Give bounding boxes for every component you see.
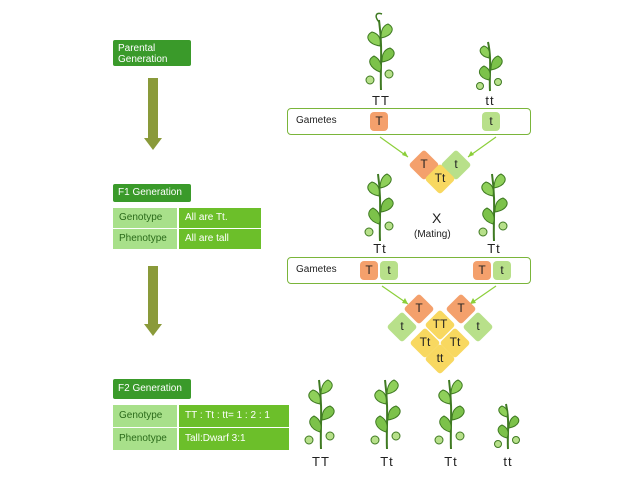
f2-genotype-row: Genotype TT : Tt : tt= 1 : 2 : 1: [113, 405, 289, 427]
f1-traits-table: Genotype All are Tt. Phenotype All are t…: [113, 208, 261, 249]
pea-plant-icon: [478, 173, 508, 242]
gamete-chip: T: [370, 112, 388, 131]
parental-cross-diamond: T t Tt: [400, 146, 480, 196]
pea-plant-icon: [494, 403, 520, 450]
punnett-label: T: [415, 301, 423, 315]
punnett-label: TT: [432, 317, 448, 331]
punnett-label: Tt: [449, 335, 461, 349]
cross-arrows: [379, 136, 497, 158]
trait-key: Phenotype: [113, 428, 177, 450]
trait-value: TT : Tt : tt= 1 : 2 : 1: [179, 405, 289, 427]
f1-gametes-box: Gametes T t T t: [287, 257, 531, 284]
gamete-chip: T: [360, 261, 378, 280]
f2-genotype-label: tt: [503, 454, 513, 469]
f2-traits-table: Genotype TT : Tt : tt= 1 : 2 : 1 Phenoty…: [113, 405, 289, 450]
punnett-diamond: T T t t TT Tt Tt tt: [386, 290, 496, 380]
gamete-chip: t: [482, 112, 500, 131]
parental-left-genotype: TT: [372, 93, 390, 108]
parental-right-genotype: tt: [485, 93, 495, 108]
gamete-chip: T: [473, 261, 491, 280]
punnett-label: t: [476, 319, 480, 333]
trait-value: Tall:Dwarf 3:1: [179, 428, 289, 450]
f1-right-genotype: Tt: [487, 241, 501, 256]
pea-plant-icon: [370, 379, 401, 450]
f2-genotype-label: Tt: [444, 454, 458, 469]
cross-label: T: [420, 157, 428, 171]
f1-left-genotype: Tt: [373, 241, 387, 256]
trait-key: Genotype: [113, 208, 177, 228]
punnett-label: Tt: [419, 335, 431, 349]
pea-plant-icon: [476, 41, 503, 92]
pea-plant-icon: [364, 173, 394, 242]
pea-plant-icon: [434, 379, 465, 450]
punnett-label: t: [400, 319, 404, 333]
f1-generation-label: F1 Generation: [113, 184, 191, 202]
down-arrow-icon: [144, 78, 162, 150]
mating-x: X: [432, 210, 442, 226]
f2-genotype-label: TT: [312, 454, 330, 469]
trait-key: Phenotype: [113, 229, 177, 249]
gametes-label: Gametes: [296, 115, 337, 126]
f2-generation-label: F2 Generation: [113, 379, 191, 399]
trait-value: All are Tt.: [179, 208, 261, 228]
down-arrow-icon: [144, 266, 162, 336]
f2-genotype-label: Tt: [380, 454, 394, 469]
cross-label: Tt: [434, 171, 446, 185]
gametes-label: Gametes: [296, 264, 337, 275]
gamete-chip: t: [493, 261, 511, 280]
cross-arrows: [381, 285, 497, 305]
cross-label: t: [454, 157, 458, 171]
trait-key: Genotype: [113, 405, 177, 427]
f1-genotype-row: Genotype All are Tt.: [113, 208, 261, 228]
pea-plant-icon: [304, 379, 335, 450]
mating-label: (Mating): [414, 229, 451, 240]
parental-generation-label: Parental Generation: [113, 40, 191, 66]
f1-phenotype-row: Phenotype All are tall: [113, 229, 261, 249]
f2-phenotype-row: Phenotype Tall:Dwarf 3:1: [113, 428, 289, 450]
gamete-chip: t: [380, 261, 398, 280]
punnett-label: T: [457, 301, 465, 315]
punnett-label: tt: [436, 351, 444, 365]
pea-plant-icon: [365, 12, 395, 91]
trait-value: All are tall: [179, 229, 261, 249]
parental-gametes-box: Gametes T t: [287, 108, 531, 135]
